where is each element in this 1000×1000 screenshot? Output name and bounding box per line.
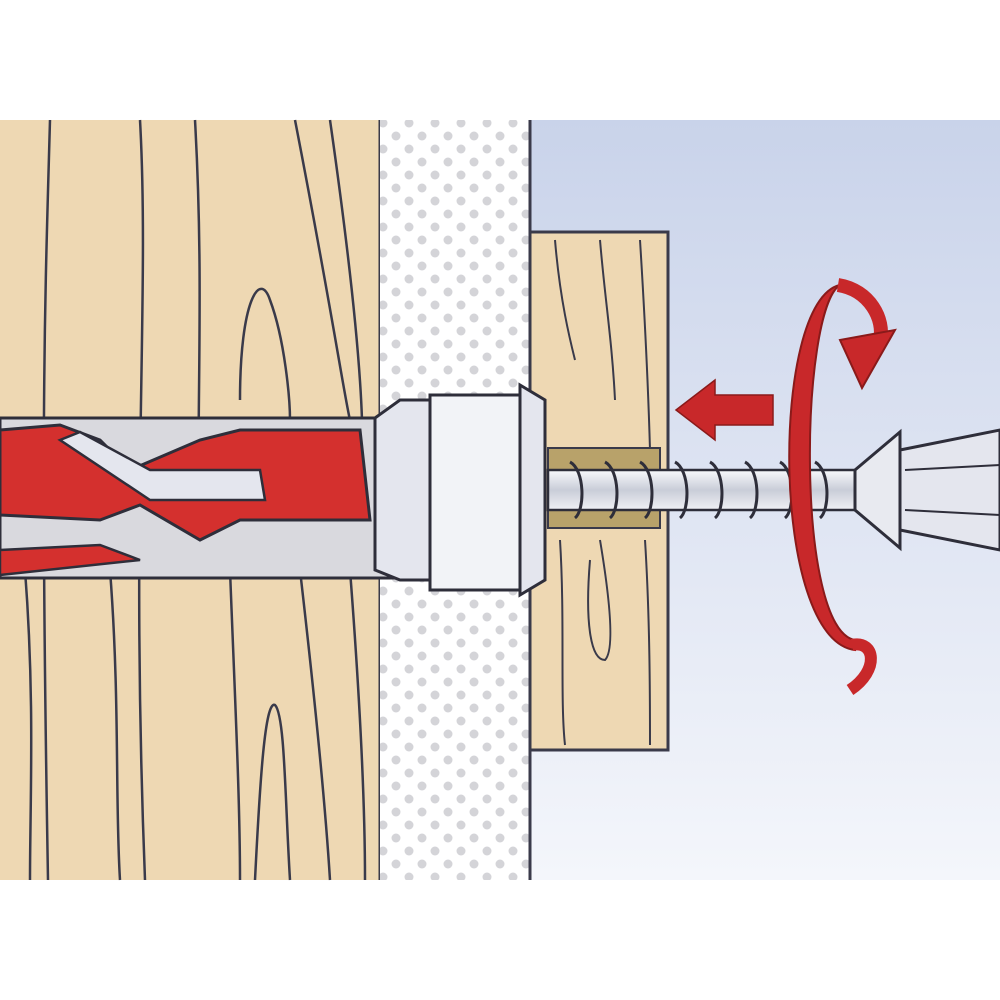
wall-plug-anchor xyxy=(0,382,547,598)
arrow-left-icon xyxy=(674,378,774,442)
rotate-clockwise-icon xyxy=(788,278,897,695)
screwdriver-bit xyxy=(898,428,1000,552)
